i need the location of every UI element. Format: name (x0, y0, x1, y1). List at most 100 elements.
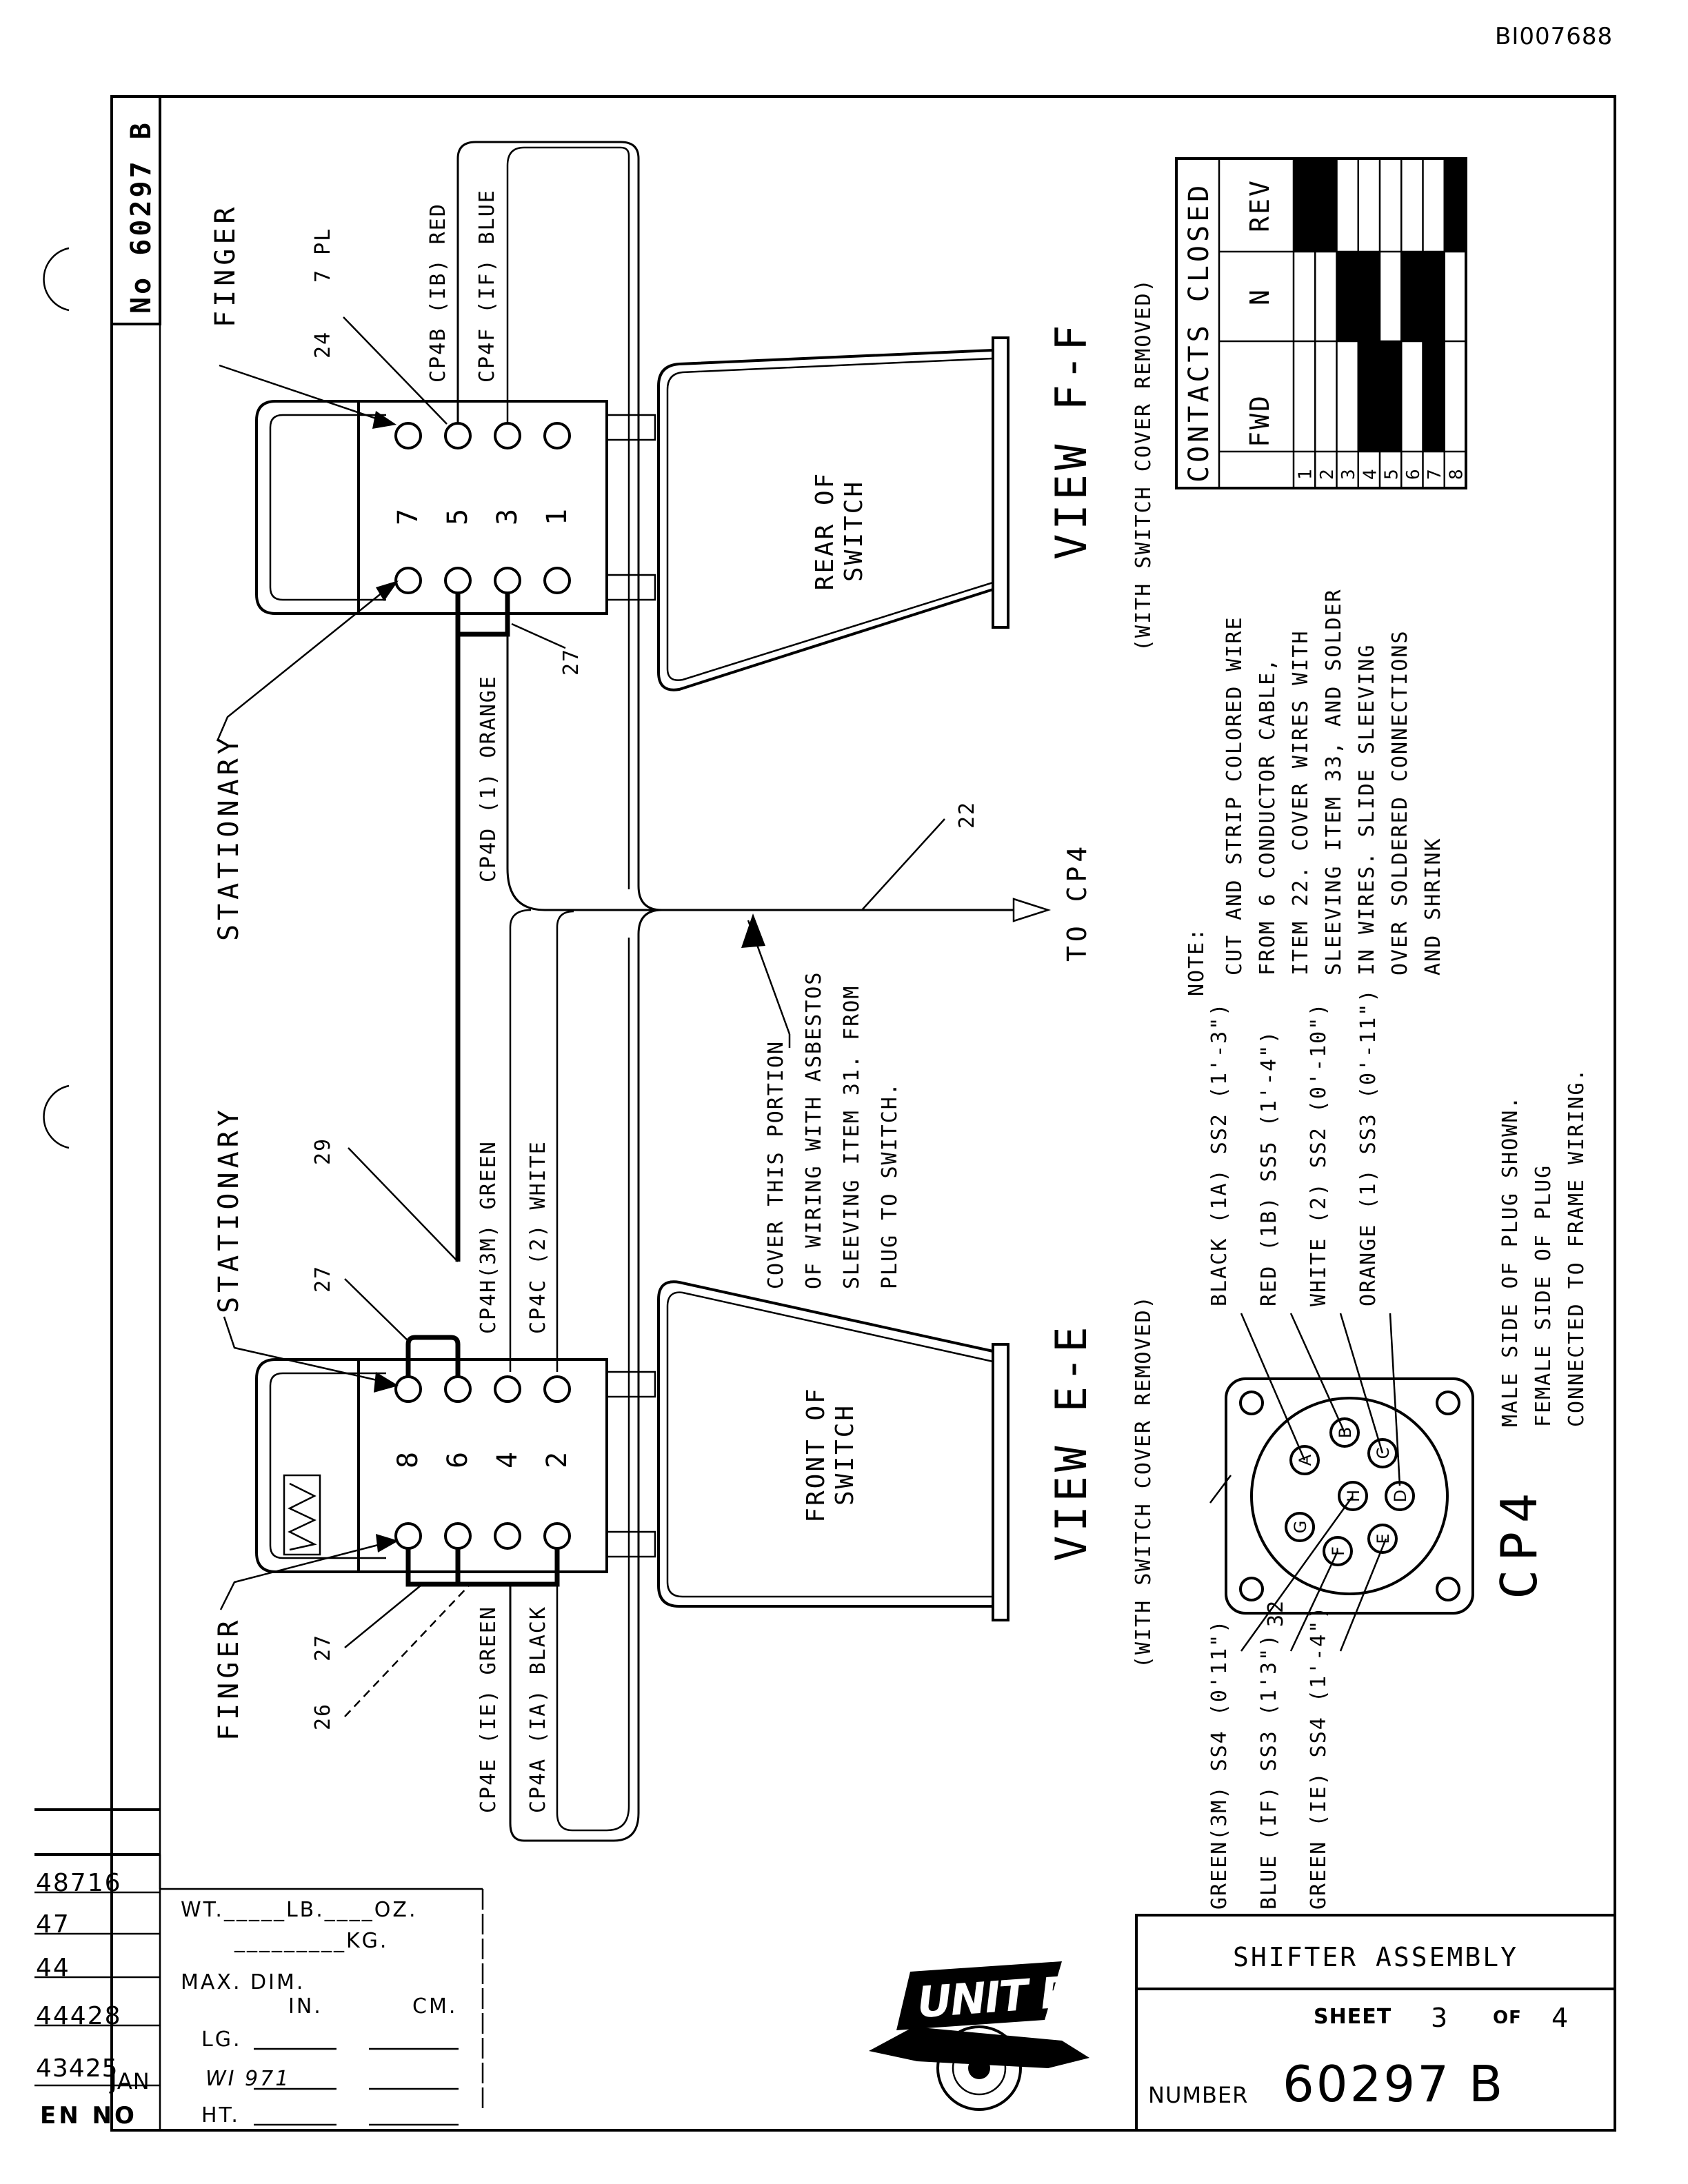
max-dim-label: MAX. DIM. (181, 1970, 305, 1994)
dim-ht-label: HT. (201, 2103, 240, 2127)
cover-note-line: SLEEVING ITEM 31. FROM (840, 985, 864, 1289)
ff-terminal (543, 567, 571, 594)
ee-wire-loop-outer (509, 934, 640, 1842)
ee-mount-plate (992, 1343, 1009, 1621)
contact-row-number: 5 (1382, 469, 1403, 480)
note-line: SLEEVING ITEM 33, AND SOLDER (1322, 588, 1346, 975)
plug-side-note: FEMALE SIDE OF PLUG (1531, 1164, 1556, 1427)
ee-switch-body (657, 1280, 994, 1608)
ff-finger-bracket (255, 400, 386, 615)
contact-row-number: 3 (1338, 469, 1359, 480)
ff-terminal (444, 422, 472, 449)
ff-terminal (543, 422, 571, 449)
revision-header: EN NO (40, 2102, 137, 2130)
weight-kg: _________KG. (234, 1929, 388, 1953)
dim-cm-label: CM. (412, 1994, 457, 2019)
revision-number: 48716 (36, 1869, 122, 1897)
revision-jan: JAN (109, 2068, 150, 2094)
contacts-header-n: N (1245, 287, 1275, 305)
wire-label: CP4A (IA) BLACK (526, 1606, 550, 1813)
ff-switch-label: SWITCH (840, 480, 868, 582)
contact-fill (1423, 341, 1445, 452)
plug-wire-label: GREEN(3M) SS4 (0'11") (1207, 1619, 1232, 1910)
to-cp4-arrow (1012, 898, 1052, 922)
title-block-title: SHIFTER ASSEMBLY (1233, 1942, 1518, 1972)
ee-terminal (494, 1375, 521, 1403)
plug-flange (1225, 1377, 1474, 1615)
ff-wire-loop-inner (506, 146, 630, 889)
note-line: IN WIRES. SLIDE SLEEVING (1355, 644, 1379, 975)
sheet-label: SHEET (1314, 2005, 1391, 2029)
wire-label: CP4C (2) WHITE (526, 1140, 550, 1334)
ff-terminal (494, 422, 521, 449)
cover-note-arrow (741, 913, 765, 948)
contacts-header-fwd: FWD (1245, 394, 1275, 447)
plug-wire-label: RED (1B) SS5 (1'-4") (1257, 1030, 1281, 1306)
ee-terminal-board (357, 1358, 608, 1573)
wire-label: CP4B (IB) RED (426, 203, 450, 383)
dim-in-label: IN. (288, 1994, 323, 2019)
stationary-leader-bottom (223, 1316, 387, 1384)
ff-jumper (455, 593, 510, 637)
plug-mount-hole (1239, 1577, 1264, 1601)
ff-terminals (394, 422, 571, 594)
note-line: FROM 6 CONDUCTOR CABLE, (1256, 658, 1280, 975)
dim-wi-label: WI 971 (205, 2067, 290, 2091)
ff-view-title: VIEW F-F (1046, 321, 1096, 560)
ff-terminal-number: 3 (492, 509, 523, 525)
contact-fill (1358, 252, 1380, 341)
ref-27: 27 (559, 648, 583, 676)
plug-pin-label: H (1344, 1490, 1363, 1502)
ee-terminal-number: 2 (541, 1452, 573, 1468)
ee-spring-box (283, 1474, 321, 1556)
cover-note-line: OF WIRING WITH ASBESTOS (802, 971, 826, 1289)
drawing-number-box (110, 95, 161, 325)
ref-27: 27 (311, 1265, 335, 1293)
ff-stud (605, 574, 656, 601)
ee-wire-loop-inner (556, 938, 630, 1832)
ee-jumper-top (405, 1335, 461, 1377)
ee-terminal-number: 6 (442, 1452, 474, 1468)
ee-wire-loop-2 (556, 910, 574, 1372)
ee-view-title: VIEW E-E (1046, 1322, 1096, 1561)
ref-26: 26 (311, 1703, 335, 1730)
note-line: CUT AND STRIP COLORED WIRE (1223, 616, 1247, 975)
contact-fill (1444, 159, 1466, 252)
revision-number: 43425 (36, 2054, 119, 2083)
ee-terminal (394, 1375, 422, 1403)
stationary-label-top: STATIONARY (213, 734, 245, 941)
note-heading: NOTE: (1185, 927, 1209, 996)
ff-terminal (444, 567, 472, 594)
revision-number: 44428 (36, 2002, 122, 2030)
contact-fill (1423, 252, 1445, 341)
finger-leader-top (219, 364, 387, 423)
finger-leader-bottom (219, 1541, 387, 1610)
plug-mount-hole (1436, 1577, 1460, 1601)
ff-terminal-number: 1 (541, 509, 573, 525)
ee-jumper-bottom-1 (405, 1548, 461, 1587)
unit-rig-logo: UNIT RIG (869, 1961, 1122, 2111)
ff-terminal-number: 7 (392, 509, 424, 525)
ff-terminal (394, 567, 422, 594)
view-ee-group: 8 6 4 2 FRONT OF SWITCH VIEW E-E (WITH S… (255, 1280, 1156, 1668)
plug-wire-label: GREEN (IE) SS4 (1'-4") (1307, 1606, 1331, 1910)
to-cp4-label: TO CP4 (1062, 842, 1092, 962)
wire-label: CP4E (IE) GREEN (476, 1606, 501, 1813)
finger-label-bottom: FINGER (213, 1617, 245, 1741)
sheet-total: 4 (1551, 2003, 1570, 2033)
contact-row-number: 4 (1360, 469, 1380, 480)
ref-22: 22 (955, 801, 979, 829)
ff-wire-loop-outer (456, 141, 640, 886)
ee-terminal-number: 8 (392, 1452, 424, 1468)
contact-row-number: 8 (1446, 469, 1467, 480)
contacts-header-rev: REV (1245, 179, 1275, 232)
plug-mount-hole (1239, 1391, 1264, 1415)
ff-terminal (394, 422, 422, 449)
contact-row-number: 6 (1403, 469, 1424, 480)
ff-switch-label: REAR OF (811, 472, 839, 591)
plug-pin-label: E (1374, 1533, 1393, 1544)
leader-29 (348, 1147, 459, 1262)
ee-finger-bracket (255, 1358, 386, 1573)
plug-pin-label: F (1329, 1546, 1348, 1556)
ff-terminal-board (357, 400, 608, 615)
